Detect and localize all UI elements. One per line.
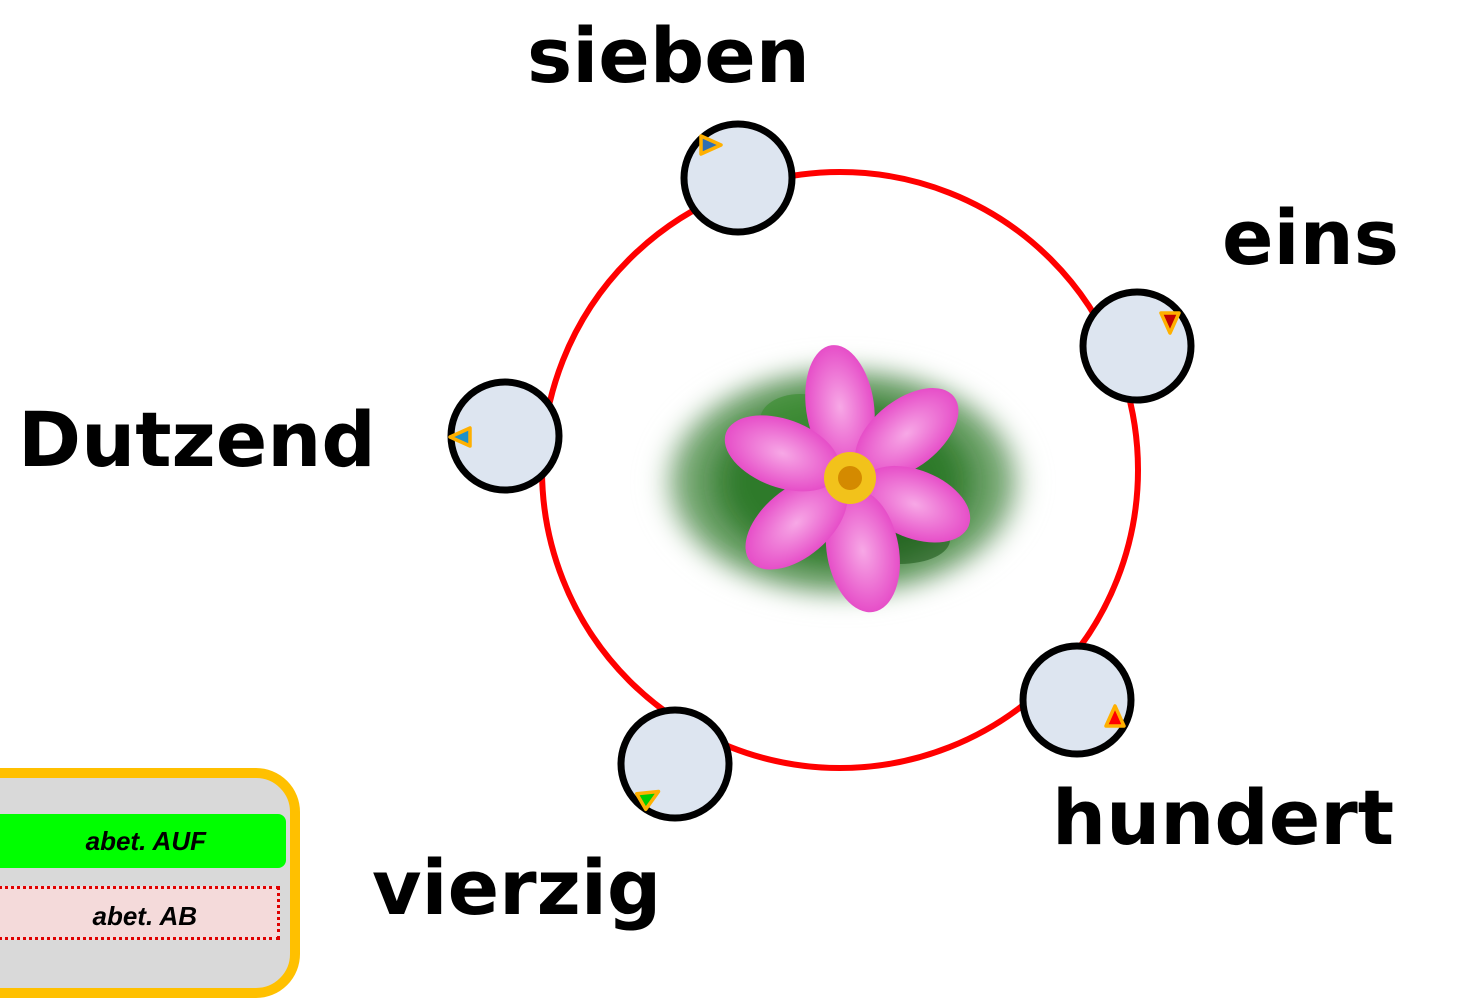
- legend-down-row: abet. AB: [0, 886, 280, 940]
- triangle-marker-icon: [634, 789, 661, 812]
- triangle-marker-icon: [1104, 704, 1126, 728]
- triangle-marker-icon: [1159, 311, 1181, 335]
- node-circle: [617, 706, 733, 822]
- node-hundert: [1019, 642, 1135, 758]
- label-vierzig: vierzig: [372, 843, 662, 932]
- node-circle: [1019, 642, 1135, 758]
- node-sieben: [680, 120, 796, 236]
- triangle-marker-icon: [699, 134, 723, 156]
- triangle-marker-icon: [448, 426, 472, 448]
- label-dutzend: Dutzend: [18, 395, 376, 484]
- label-hundert: hundert: [1052, 773, 1395, 862]
- diagram-canvas: sieben eins hundert vierzig Dutzend abet…: [0, 11, 1399, 998]
- legend-up-row: abet. AUF: [0, 814, 286, 868]
- node-layer: [447, 120, 1195, 822]
- node-eins: [1079, 288, 1195, 404]
- label-eins: eins: [1222, 193, 1399, 282]
- label-sieben: sieben: [527, 11, 810, 100]
- flower-photo: [647, 345, 1039, 613]
- node-circle: [1079, 288, 1195, 404]
- cycle-diagram: [447, 120, 1195, 822]
- node-dutzend: [447, 378, 563, 494]
- node-vierzig: [617, 706, 733, 822]
- legend-panel: abet. AUF abet. AB: [0, 768, 300, 998]
